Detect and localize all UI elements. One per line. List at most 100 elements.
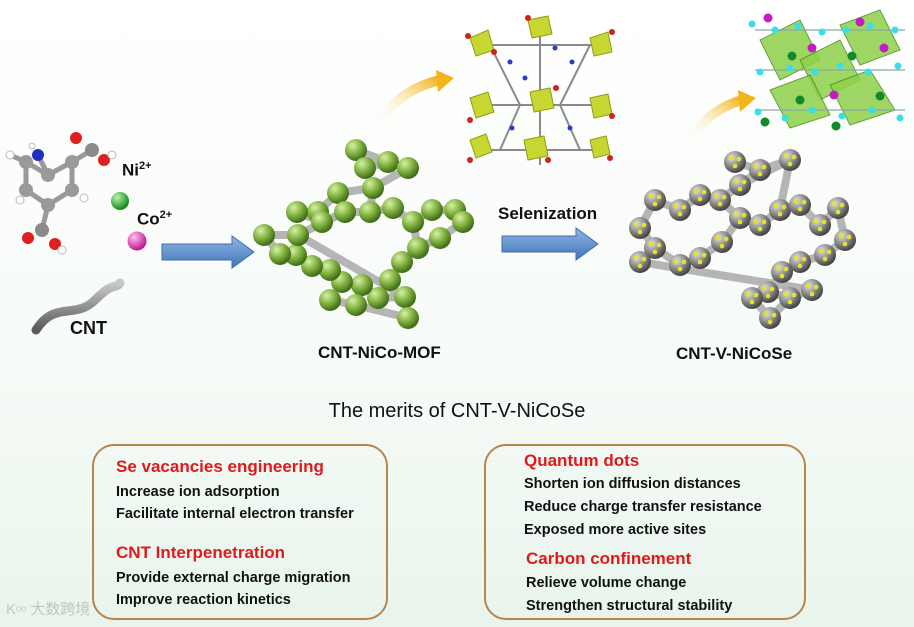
quantum-dot (761, 285, 767, 291)
quantum-dot (763, 311, 769, 317)
bead (394, 286, 416, 308)
quantum-dot (753, 218, 759, 224)
bead (311, 211, 333, 233)
bead (359, 201, 381, 223)
quantum-dot (633, 221, 639, 227)
quantum-dot (693, 188, 699, 194)
bead (377, 151, 399, 173)
quantum-dot (745, 291, 751, 297)
quantum-dot (741, 212, 747, 218)
bead (407, 237, 429, 259)
mof-crystal-structure-icon (465, 15, 615, 165)
quantum-dot (681, 259, 687, 265)
bead (709, 189, 731, 211)
quantum-dot (641, 222, 647, 228)
quantum-dot (775, 265, 781, 271)
quantum-dot (761, 219, 767, 225)
bead (834, 229, 856, 251)
bead (253, 224, 275, 246)
quantum-dot (633, 255, 639, 261)
bead (429, 227, 451, 249)
quantum-dot (805, 283, 811, 289)
cnt-nico-mof-network (253, 139, 474, 329)
mof-label: CNT-NiCo-MOF (318, 343, 441, 362)
bead (301, 255, 323, 277)
quantum-dot (753, 163, 759, 169)
cnt-tube-icon (31, 278, 125, 335)
right-item-3: Exposed more active sites (524, 522, 707, 538)
quantum-dot (652, 249, 658, 255)
quantum-dot (842, 241, 848, 247)
bead (789, 194, 811, 216)
quantum-dot (769, 286, 775, 292)
bead (345, 139, 367, 161)
quantum-dot (648, 241, 654, 247)
quantum-dot (809, 291, 815, 297)
quantum-dot (749, 299, 755, 305)
quantum-dot (846, 234, 852, 240)
quantum-dots-heading: Quantum dots (524, 451, 640, 470)
quantum-dot (797, 206, 803, 212)
ni-ion-label: Ni2+ (122, 160, 152, 180)
nicose-crystal-structure-icon (748, 9, 905, 131)
bead (724, 151, 746, 173)
quantum-dot (783, 153, 789, 159)
quantum-dot (791, 154, 797, 160)
bead (397, 157, 419, 179)
bead (379, 269, 401, 291)
quantum-dot (813, 284, 819, 290)
se-vacancies-heading: Se vacancies engineering (116, 457, 324, 476)
quantum-dot (797, 263, 803, 269)
bead (319, 259, 341, 281)
left-item-3: Provide external charge migration (116, 570, 351, 586)
bead (779, 287, 801, 309)
selenization-label: Selenization (498, 204, 598, 223)
quantum-dot (835, 209, 841, 215)
quantum-dot (652, 201, 658, 207)
merits-title: The merits of CNT-V-NiCoSe (328, 400, 586, 422)
quantum-dot (771, 312, 777, 318)
quantum-dot (637, 263, 643, 269)
bead (749, 214, 771, 236)
quantum-dot (757, 226, 763, 232)
carbon-confinement-heading: Carbon confinement (526, 549, 692, 568)
quantum-dot (701, 252, 707, 258)
quantum-dot (641, 256, 647, 262)
bead (689, 247, 711, 269)
quantum-dot (765, 293, 771, 299)
bead (644, 189, 666, 211)
bead (814, 244, 836, 266)
quantum-dot (723, 236, 729, 242)
arrow-right-1-icon (161, 235, 255, 269)
quantum-dot (733, 211, 739, 217)
quantum-dot (741, 179, 747, 185)
bead (629, 251, 651, 273)
watermark-logo: Kᴼᴼ 大数跨境 (6, 601, 91, 618)
bead (749, 159, 771, 181)
right-item-1: Shorten ion diffusion distances (524, 476, 741, 492)
curved-arrow-1-icon (373, 70, 454, 130)
bead (397, 307, 419, 329)
quantum-dot (813, 218, 819, 224)
quantum-dot (793, 198, 799, 204)
quantum-dot (737, 219, 743, 225)
quantum-dot (787, 299, 793, 305)
quantum-dot (821, 219, 827, 225)
bead (421, 199, 443, 221)
quantum-dot (761, 164, 767, 170)
quantum-dot (648, 193, 654, 199)
quantum-dot (757, 171, 763, 177)
quantum-dot (656, 194, 662, 200)
right-item-4: Relieve volume change (526, 575, 687, 591)
quantum-dot (767, 319, 773, 325)
bead (689, 184, 711, 206)
quantum-dot (826, 249, 832, 255)
quantum-dot (677, 211, 683, 217)
right-item-2: Reduce charge transfer resistance (524, 499, 762, 515)
quantum-dot (677, 266, 683, 272)
quantum-dot (656, 242, 662, 248)
quantum-dot (673, 258, 679, 264)
bead (729, 174, 751, 196)
bead (741, 287, 763, 309)
cnt-label: CNT (70, 318, 107, 338)
